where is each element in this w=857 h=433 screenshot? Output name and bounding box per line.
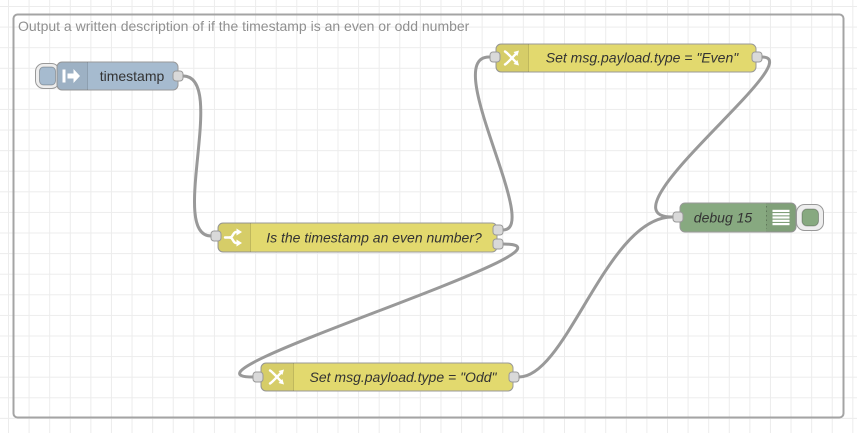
change-even-input-port[interactable]	[489, 51, 501, 63]
wire-inject-to-switch[interactable]	[181, 74, 213, 238]
node-change-even[interactable]: Set msg.payload.type = "Even"	[489, 43, 763, 73]
wire-switch-to-change-odd[interactable]	[238, 242, 520, 379]
node-switch-even-check[interactable]: Is the timestamp an even number?	[210, 222, 504, 253]
inject-trigger-button-inner[interactable]	[39, 66, 56, 86]
switch-input-port[interactable]	[210, 230, 222, 242]
node-debug[interactable]: debug 15	[672, 202, 824, 233]
debug-input-port[interactable]	[672, 211, 684, 223]
switch-node-label: Is the timestamp an even number?	[266, 230, 482, 246]
node-change-odd[interactable]: Set msg.payload.type = "Odd"	[252, 362, 520, 392]
switch-icon-area	[218, 223, 250, 252]
change-odd-output-port[interactable]	[508, 371, 520, 383]
group-label: Output a written description of if the t…	[18, 18, 470, 34]
switch-output-port-2[interactable]	[492, 238, 504, 250]
group-outline[interactable]	[12, 13, 845, 419]
change-odd-input-port[interactable]	[252, 371, 264, 383]
inject-node-label: timestamp	[100, 68, 165, 84]
wire-change-odd-to-debug[interactable]	[517, 215, 674, 379]
change-odd-node-label: Set msg.payload.type = "Odd"	[310, 369, 498, 385]
debug-toggle-button-inner[interactable]	[801, 208, 819, 227]
wire-change-even-to-debug[interactable]	[654, 55, 772, 219]
change-even-node-label: Set msg.payload.type = "Even"	[546, 50, 739, 66]
node-inject-timestamp[interactable]: timestamp	[35, 61, 184, 91]
wire-switch-to-change-even[interactable]	[474, 55, 514, 232]
inject-output-port[interactable]	[172, 70, 184, 82]
switch-output-port-1[interactable]	[492, 224, 504, 236]
change-even-output-port[interactable]	[751, 51, 763, 63]
debug-node-label: debug 15	[694, 210, 753, 226]
